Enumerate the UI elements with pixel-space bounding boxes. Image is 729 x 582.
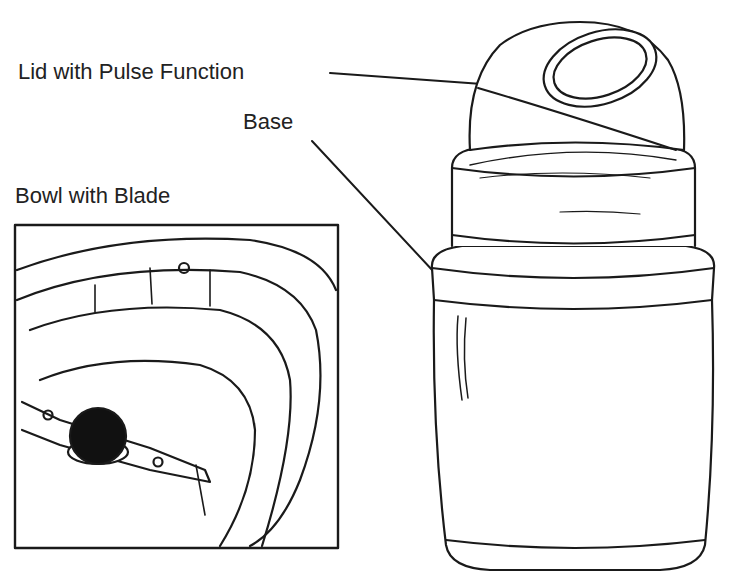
blade-edge <box>196 465 205 515</box>
highlight <box>457 316 462 400</box>
hole <box>179 263 189 273</box>
part-label: Lid with Pulse Function <box>18 60 244 84</box>
base-rim <box>432 268 714 278</box>
lid-edge <box>470 143 684 151</box>
clear-bowl <box>452 148 695 246</box>
bowl-wall <box>17 270 320 546</box>
blade-hole <box>44 411 53 420</box>
bowl-inner <box>470 152 676 165</box>
pulse-button <box>534 16 667 120</box>
part-label: Base <box>243 110 293 134</box>
rib <box>209 270 211 306</box>
bowl-rim <box>452 168 695 177</box>
rib <box>94 285 96 312</box>
leader-line <box>330 73 482 84</box>
inset-frame <box>15 225 338 548</box>
blade-hole <box>154 458 163 467</box>
pulse-button-inner <box>546 27 655 110</box>
highlight <box>464 318 468 398</box>
blade <box>22 402 210 482</box>
bowl-inner <box>560 211 640 214</box>
bowl-rim <box>17 239 336 290</box>
shaft-cap <box>70 408 126 464</box>
base-foot <box>446 540 705 548</box>
part-label: Bowl with Blade <box>15 184 170 208</box>
bowl-rim <box>452 235 695 244</box>
base-band <box>434 300 712 309</box>
bowl-inner <box>480 173 650 178</box>
rib <box>150 268 152 304</box>
grinder-base <box>432 246 714 570</box>
